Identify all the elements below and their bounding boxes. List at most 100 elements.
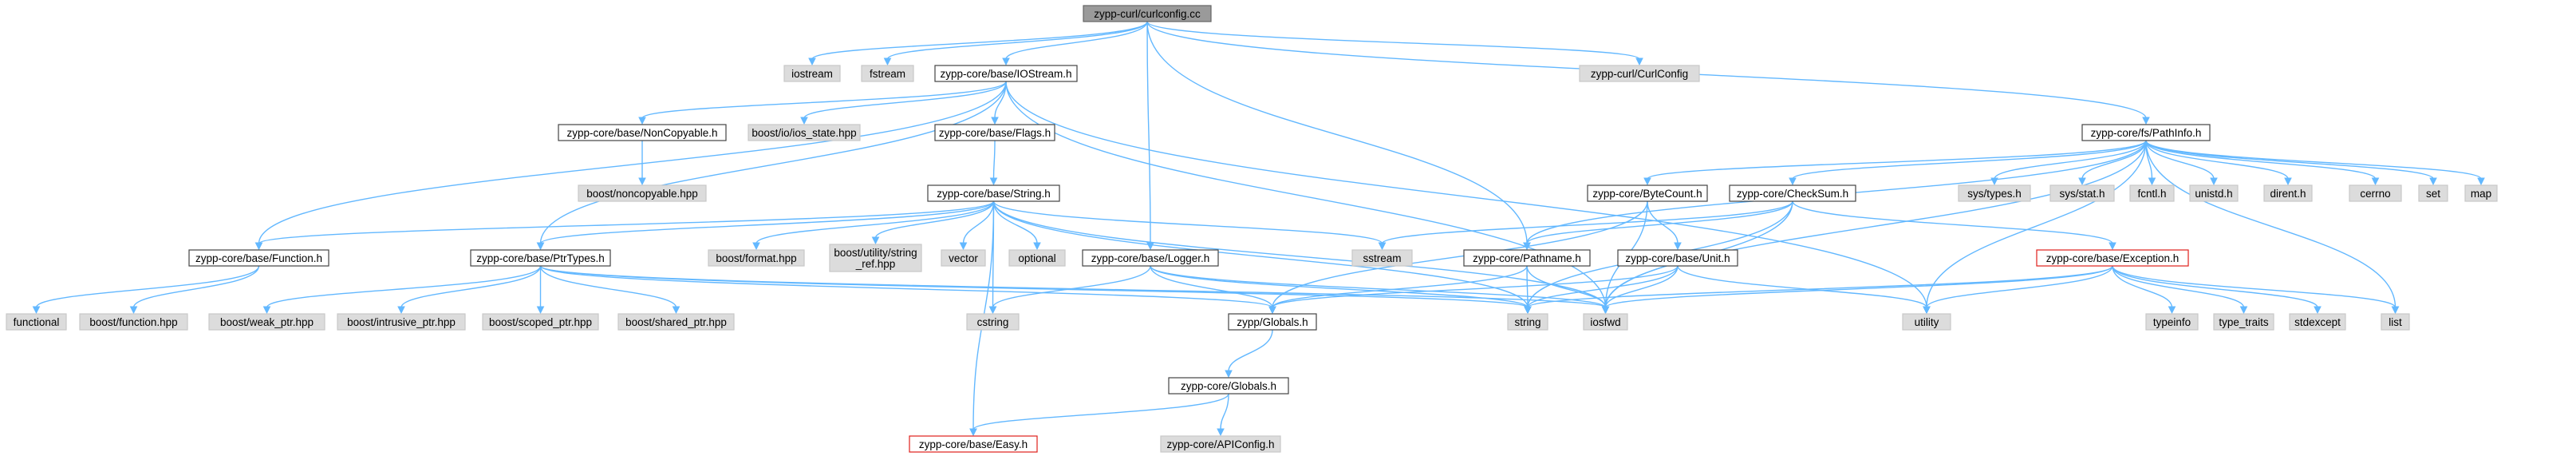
- node-label: utility: [1915, 316, 1939, 328]
- node-label: zypp-core/base/String.h: [937, 188, 1051, 200]
- edge-iostream_h-to-noncopyable_h: [638, 81, 1007, 125]
- edge-globals_h2-to-easy_h: [969, 393, 1229, 437]
- node-boost-io-ios-state-hpp: boost/io/ios_state.hpp: [748, 124, 861, 141]
- node-list: list: [2381, 313, 2410, 331]
- node-zypp-core-base-function-h[interactable]: zypp-core/base/Function.h: [188, 249, 329, 267]
- dependency-edges: [32, 21, 2485, 437]
- node-zypp-core-base-flags-h[interactable]: zypp-core/base/Flags.h: [934, 124, 1055, 141]
- edge-pathinfo_h-to-unistd: [2145, 140, 2218, 186]
- node-label: fcntl.h: [2137, 188, 2166, 200]
- node-zypp-core-base-string-h[interactable]: zypp-core/base/String.h: [927, 184, 1060, 202]
- node-cerrno: cerrno: [2349, 184, 2402, 202]
- node-label: fstream: [870, 68, 905, 80]
- node-label: _ref.hpp: [855, 258, 896, 270]
- node-zypp-core-base-iostream-h[interactable]: zypp-core/base/IOStream.h: [934, 65, 1078, 82]
- node-label: zypp-core/base/Unit.h: [1625, 252, 1730, 264]
- node-label: list: [2389, 316, 2402, 328]
- node-label: set: [2426, 188, 2440, 200]
- node-label: type_traits: [2219, 316, 2269, 328]
- node-sys-types-h: sys/types.h: [1958, 184, 2031, 202]
- node-label: string: [1514, 316, 1540, 328]
- edge-function_h-to-boost_function: [129, 265, 260, 315]
- edge-exception_h-to-utility: [1923, 265, 2113, 315]
- edge-string_h-to-optional: [992, 200, 1041, 251]
- edge-exception_h-to-iosfwd: [1601, 265, 2113, 315]
- edge-pathinfo_h-to-sysstat: [2078, 140, 2147, 186]
- node-zypp-core-base-unit-h[interactable]: zypp-core/base/Unit.h: [1617, 249, 1738, 267]
- node-label: boost/io/ios_state.hpp: [751, 127, 856, 139]
- node-type-traits: type_traits: [2213, 313, 2274, 331]
- node-zypp-curl-curlconfig: zypp-curl/CurlConfig: [1579, 65, 1700, 82]
- edge-curlconfig-to-iostream: [808, 21, 1148, 66]
- node-label: zypp-core/APIConfig.h: [1166, 438, 1274, 450]
- node-zypp-core-globals-h[interactable]: zypp-core/Globals.h: [1168, 377, 1289, 395]
- node-boost-noncopyable-hpp: boost/noncopyable.hpp: [578, 184, 707, 202]
- node-zypp-core-base-easy-h[interactable]: zypp-core/base/Easy.h: [909, 435, 1038, 453]
- node-boost-weak-ptr-hpp: boost/weak_ptr.hpp: [208, 313, 325, 331]
- node-boost-format-hpp: boost/format.hpp: [708, 249, 805, 267]
- edge-string_h-to-string: [992, 200, 1532, 315]
- node-zypp-curl-curlconfig-cc[interactable]: zypp-curl/curlconfig.cc: [1083, 5, 1212, 22]
- edge-unit_h-to-globals_h1: [1268, 265, 1679, 315]
- node-label: boost/intrusive_ptr.hpp: [347, 316, 456, 328]
- node-zypp-core-fs-pathinfo-h[interactable]: zypp-core/fs/PathInfo.h: [2081, 124, 2211, 141]
- node-label: boost/noncopyable.hpp: [586, 188, 698, 200]
- node-zypp-globals-h[interactable]: zypp/Globals.h: [1228, 313, 1317, 331]
- edge-string_h-to-ptrtypes_h: [536, 200, 995, 251]
- edge-checksum_h-to-sstream: [1378, 200, 1793, 251]
- node-label: zypp-core/base/Flags.h: [939, 127, 1051, 139]
- node-iosfwd: iosfwd: [1583, 313, 1628, 331]
- node-label: zypp-curl/curlconfig.cc: [1094, 8, 1201, 20]
- node-label: boost/shared_ptr.hpp: [625, 316, 727, 328]
- edge-logger_h-to-globals_h1: [1150, 265, 1276, 315]
- edge-string_h-to-string_ref: [871, 200, 995, 245]
- node-utility: utility: [1902, 313, 1951, 331]
- node-boost-function-hpp: boost/function.hpp: [79, 313, 188, 331]
- node-label: zypp-curl/CurlConfig: [1591, 68, 1688, 80]
- node-label: iosfwd: [1590, 316, 1620, 328]
- node-fcntl-h: fcntl.h: [2129, 184, 2175, 202]
- node-zypp-core-base-noncopyable-h[interactable]: zypp-core/base/NonCopyable.h: [558, 124, 727, 141]
- node-optional: optional: [1008, 249, 1066, 267]
- dependency-nodes: zypp-curl/curlconfig.cc iostream fstream zy…: [6, 5, 2498, 453]
- node-map: map: [2464, 184, 2498, 202]
- node-stdexcept: stdexcept: [2289, 313, 2346, 331]
- node-zypp-core-base-ptrtypes-h[interactable]: zypp-core/base/PtrTypes.h: [470, 249, 611, 267]
- edge-curlconfig-to-fstream: [883, 21, 1148, 66]
- node-zypp-core-base-exception-h[interactable]: zypp-core/base/Exception.h: [2036, 249, 2189, 267]
- node-boost-utility-string-ref-hpp: boost/utility/string_ref.hpp: [829, 244, 922, 272]
- node-label: iostream: [791, 68, 833, 80]
- node-label: zypp-core/Globals.h: [1181, 380, 1276, 392]
- edge-checksum_h-to-exception_h: [1792, 200, 2116, 251]
- node-cstring: cstring: [966, 313, 1020, 331]
- edge-globals_h2-to-apiconfig_h: [1217, 393, 1229, 437]
- node-label: zypp-core/Pathname.h: [1473, 252, 1581, 264]
- node-typeinfo: typeinfo: [2145, 313, 2199, 331]
- edge-string_h-to-boost_format: [752, 200, 995, 251]
- node-zypp-core-base-logger-h[interactable]: zypp-core/base/Logger.h: [1082, 249, 1219, 267]
- edge-pathinfo_h-to-set: [2145, 140, 2437, 186]
- node-zypp-core-bytecount-h[interactable]: zypp-core/ByteCount.h: [1587, 184, 1708, 202]
- edge-exception_h-to-string: [1524, 265, 2113, 315]
- node-label: sys/types.h: [1967, 188, 2022, 200]
- node-label: zypp-core/base/Easy.h: [919, 438, 1028, 450]
- node-zypp-core-checksum-h[interactable]: zypp-core/CheckSum.h: [1729, 184, 1856, 202]
- node-zypp-core-pathname-h[interactable]: zypp-core/Pathname.h: [1463, 249, 1591, 267]
- edge-unit_h-to-string: [1524, 265, 1679, 315]
- node-label: sys/stat.h: [2059, 188, 2105, 200]
- edge-checksum_h-to-pathname_h: [1523, 200, 1793, 251]
- node-label: cstring: [977, 316, 1009, 328]
- node-label: zypp-core/base/NonCopyable.h: [566, 127, 717, 139]
- edge-ptrtypes_h-to-intrusive_ptr: [397, 265, 542, 315]
- edge-unit_h-to-iosfwd: [1601, 265, 1679, 315]
- node-label: boost/function.hpp: [89, 316, 177, 328]
- node-label: unistd.h: [2195, 188, 2232, 200]
- node-label: sstream: [1363, 252, 1401, 264]
- node-unistd-h: unistd.h: [2189, 184, 2239, 202]
- node-label: cerrno: [2360, 188, 2390, 200]
- node-set: set: [2418, 184, 2448, 202]
- node-boost-shared-ptr-hpp: boost/shared_ptr.hpp: [617, 313, 735, 331]
- edge-string_h-to-cstring: [988, 200, 997, 315]
- node-boost-intrusive-ptr-hpp: boost/intrusive_ptr.hpp: [337, 313, 466, 331]
